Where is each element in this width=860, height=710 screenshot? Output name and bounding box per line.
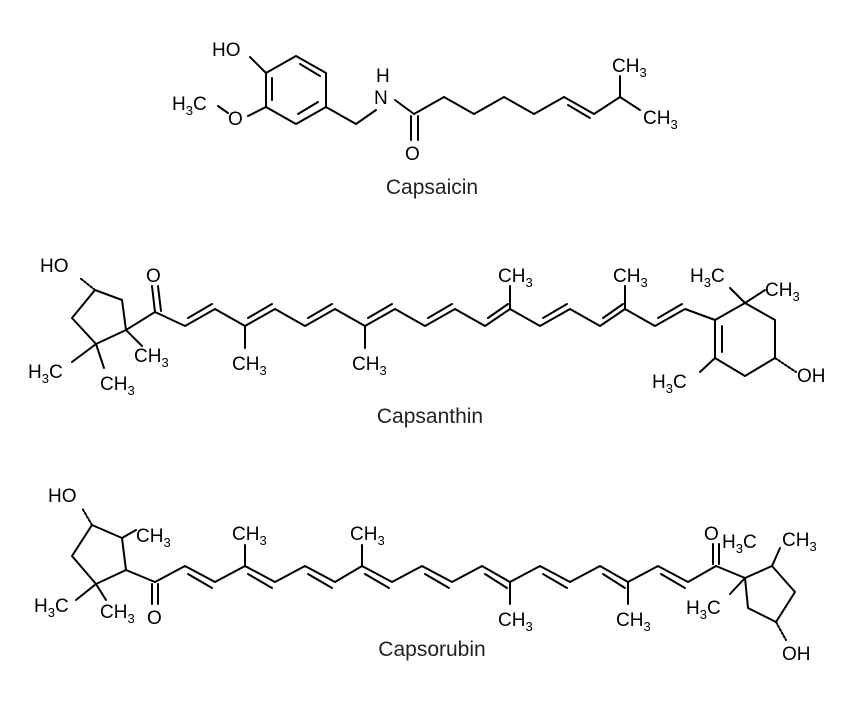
capsorubin-ch3-chain4: CH3 — [616, 610, 651, 634]
capsorubin-ch3-chain3: CH3 — [498, 610, 533, 634]
capsanthin-ch3-chain1: CH3 — [232, 354, 267, 378]
gem-methyl-bond — [95, 583, 107, 601]
capsanthin-polyene — [154, 308, 716, 327]
hashed-bond — [775, 621, 787, 641]
polyene-double — [602, 303, 624, 319]
hashed-bond — [81, 507, 93, 526]
capsorubin-h3c-left: H3C — [34, 596, 69, 620]
capsanthin-ch3-chain3: CH3 — [498, 266, 533, 290]
methyl-bond — [217, 105, 229, 114]
polyene-double — [307, 573, 333, 589]
polyene-double — [187, 573, 213, 589]
wedge-bond — [715, 565, 746, 579]
capsanthin-ch3-chain4: CH3 — [613, 266, 648, 290]
capsorubin-ch3-left-lower: CH3 — [100, 602, 135, 626]
wedge-bond — [125, 569, 156, 583]
capsanthin-oh-right: OH — [797, 366, 826, 387]
capsorubin-name: Capsorubin — [378, 638, 485, 661]
capsorubin-structure: HO CH3 H3C CH3 O CH3 CH3 CH3 CH3 — [34, 486, 817, 665]
capsaicin-chain — [413, 96, 641, 115]
capsorubin-ch3-chain1: CH3 — [232, 524, 267, 548]
capsaicin-name: Capsaicin — [386, 176, 478, 199]
ring-methyl-bond — [729, 577, 746, 595]
capsorubin-ch3-ring-top: CH3 — [136, 526, 171, 550]
hydroxyl-bond — [249, 56, 267, 74]
capsanthin-structure: HO H3C CH3 CH3 O CH3 CH3 CH3 CH3 — [28, 256, 826, 428]
capsorubin-oh-right: OH — [782, 644, 811, 665]
capsorubin-right-ring — [744, 565, 796, 623]
ring-methyl-bond — [121, 529, 137, 539]
polyene-double — [660, 573, 686, 589]
capsanthin-ch3-right-top: CH3 — [765, 280, 800, 304]
polyene-double — [187, 303, 213, 319]
ring-inner-bond — [299, 63, 321, 77]
gem-methyl-bond — [95, 343, 105, 369]
capsaicin-ch3-top: CH3 — [612, 56, 647, 80]
capsorubin-left-ring — [71, 524, 127, 585]
polyene-double — [307, 303, 333, 319]
chain-double-bond — [567, 104, 591, 119]
polyene-double — [364, 573, 390, 589]
capsanthin-carbonyl-o: O — [146, 266, 161, 287]
capsanthin-ch3-ring: CH3 — [134, 346, 169, 370]
ring-methyl-bond — [699, 357, 716, 373]
capsanthin-ch3-left-lower: CH3 — [100, 374, 135, 398]
benzyl-n-bond — [355, 109, 377, 125]
capsaicin-ho-label: HO — [212, 40, 241, 61]
capsaicin-carbonyl-o: O — [405, 144, 420, 165]
capsorubin-h3c-right-bottom: H3C — [686, 598, 721, 622]
benzyl-bond — [325, 106, 357, 125]
capsaicin-methoxy-o: O — [228, 109, 243, 130]
capsanthin-ch3-chain2: CH3 — [352, 354, 387, 378]
capsanthin-ho-left: HO — [40, 256, 69, 277]
capsaicin-ch3-bottom: CH3 — [643, 108, 678, 132]
gem-methyl-bond — [771, 547, 781, 567]
capsaicin-amine-h: H — [376, 66, 390, 87]
capsanthin-left-ring — [71, 289, 127, 345]
carbonyl-bond — [151, 285, 156, 313]
capsanthin-h3c-left: H3C — [28, 362, 63, 386]
gem-methyl-bond — [729, 287, 746, 304]
capsanthin-h3c-right-bottom: H3C — [652, 372, 687, 396]
hashed-bond — [774, 357, 797, 373]
carbonyl-bond — [157, 285, 162, 312]
polyene-double — [602, 573, 626, 589]
polyene-double — [542, 303, 568, 319]
amide-bond — [394, 99, 415, 115]
capsaicin-nitrogen: N — [374, 88, 388, 109]
capsorubin-ch3-right-top: CH3 — [782, 530, 817, 554]
capsorubin-polyene — [154, 565, 717, 583]
hashed-bond — [79, 277, 96, 291]
capsorubin-ho-left: HO — [48, 486, 77, 507]
capsorubin-h3c-right-top: H3C — [722, 532, 757, 556]
polyene-double — [247, 303, 273, 319]
polyene-double — [367, 303, 393, 319]
capsorubin-ch3-chain2: CH3 — [350, 524, 385, 548]
polyene-double — [487, 303, 509, 319]
polyene-double — [424, 573, 450, 589]
polyene-double — [657, 303, 683, 319]
ring-inner-bond — [297, 101, 319, 115]
polyene-double — [484, 573, 508, 589]
polyene-double — [427, 303, 453, 319]
capsanthin-name: Capsanthin — [377, 405, 483, 428]
capsorubin-carbonyl-o-right: O — [704, 524, 719, 545]
capsanthin-h3c-right-top: H3C — [690, 266, 725, 290]
gem-methyl-bond — [744, 289, 766, 304]
polyene-double — [542, 573, 568, 589]
capsaicin-structure: HO O H3C H N O CH3 CH3 Capsaicin — [172, 40, 678, 199]
capsaicin-methoxy-ch3: H3C — [172, 94, 207, 118]
capsaicin-ring — [265, 55, 327, 125]
capsanthin-right-ring — [714, 302, 776, 377]
wedge-bond — [125, 311, 156, 331]
gem-methyl-bond — [75, 583, 97, 601]
polyene-double — [247, 573, 273, 589]
quaternary-methyl-bond — [125, 329, 143, 347]
gem-methyl-bond — [71, 343, 97, 363]
methoxy-bond — [247, 106, 267, 117]
capsorubin-carbonyl-o-left: O — [147, 608, 162, 629]
